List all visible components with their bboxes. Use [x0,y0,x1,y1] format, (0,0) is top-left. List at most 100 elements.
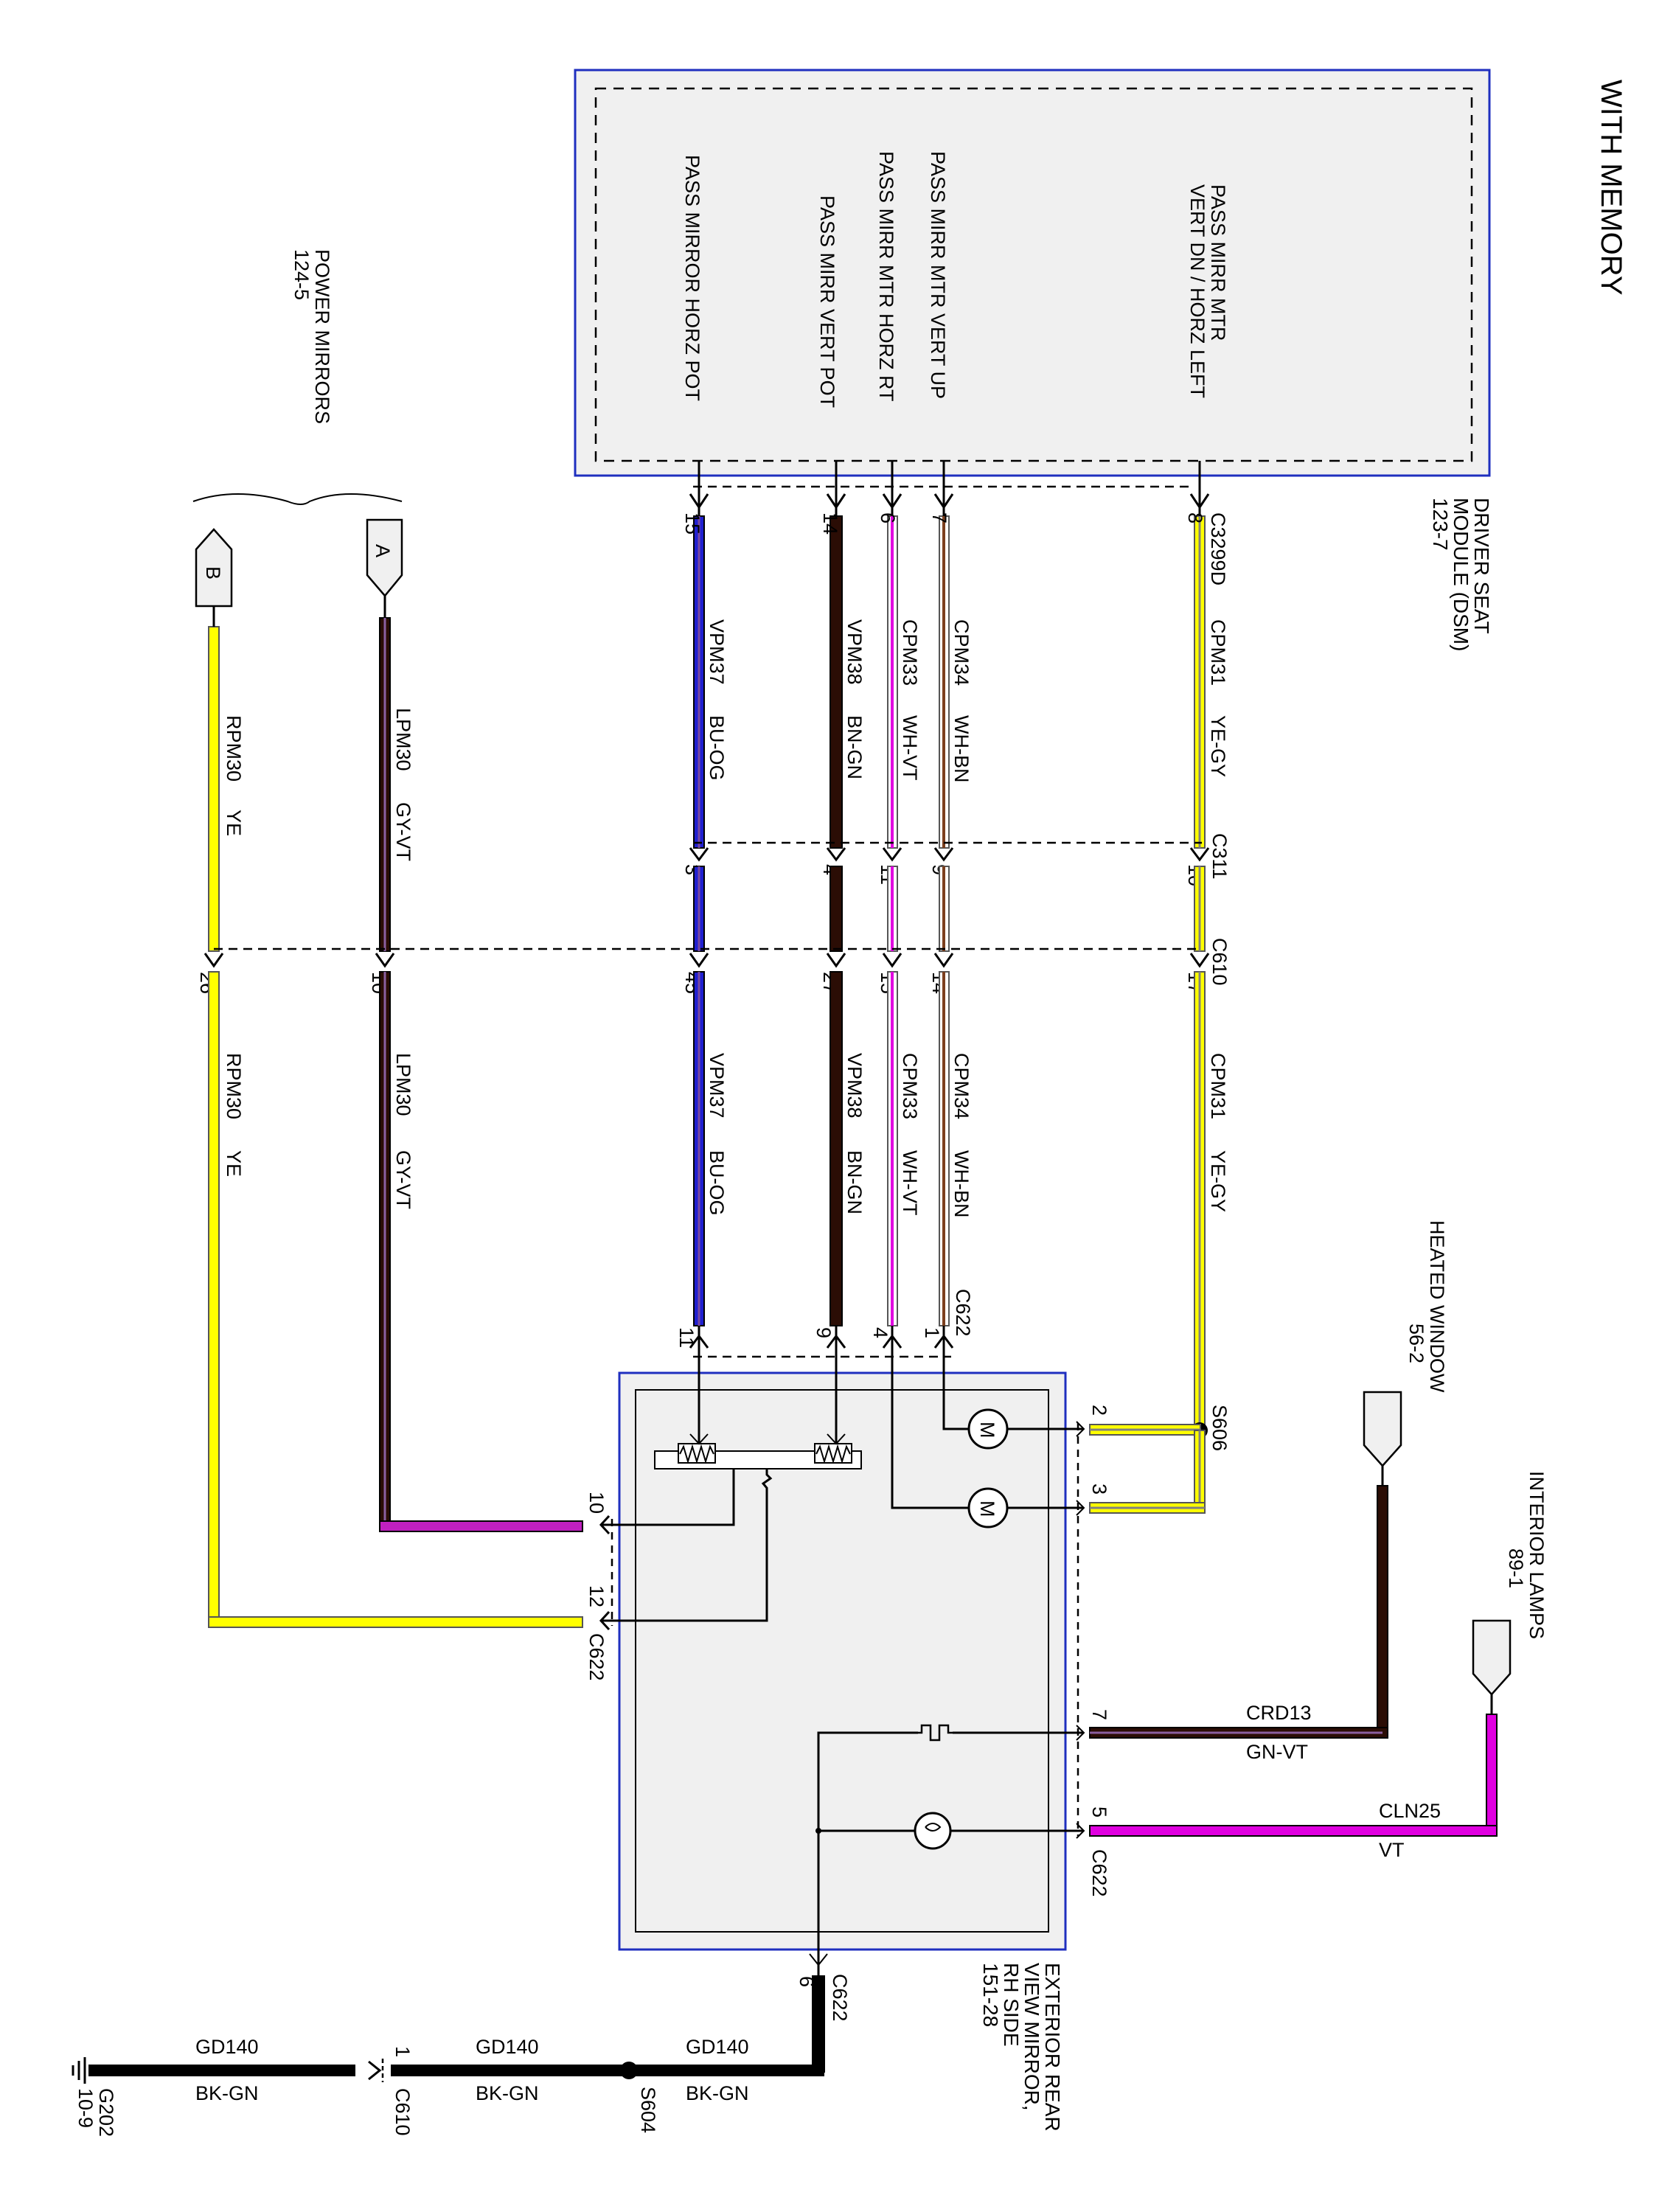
dsm-pin7-function: PASS MIRR MTR VERT UP [927,151,949,399]
rpm30-color-upper: YE [223,810,245,836]
lower-wire-labels: CPM31 YE-GY CPM34 WH-BN CPM33 WH-VT VPM3… [223,1053,1229,1217]
crd13-color: GN-VT [1246,1741,1308,1763]
pot-vert-icon [814,1443,852,1464]
cpm33-color-upper: WH-VT [899,715,921,780]
crd13-circuit: CRD13 [1246,1702,1312,1724]
c622-pin-5: 5 [1088,1806,1110,1818]
power-mirrors-reference: POWER MIRRORS 124-5 [192,249,403,505]
heated-window-ref: 56-2 [1405,1324,1427,1363]
lpm30-circuit-lower: LPM30 [392,1053,414,1116]
dsm-connector-arrows [689,493,1210,509]
vpm37-circuit-lower: VPM37 [706,1053,728,1119]
flag-b: B [195,528,233,608]
dsm-pin6-function: PASS MIRR MTR HORZ RT [875,151,897,402]
c622-label-top: C622 [952,1289,974,1337]
c622-pin-cpm33: 4 [869,1327,891,1338]
gd140-circuit-1: GD140 [686,2036,749,2058]
c610-connector: C610 17 14 15 27 45 10 26 [196,938,1231,994]
vpm38-color-upper: BN-GN [844,715,866,779]
interior-lamps-ref: 89-1 [1505,1548,1527,1588]
lower-wires [208,971,1206,1628]
c622-label-right: C622 [1088,1849,1110,1897]
dsm-connector-label: C3299D [1207,512,1229,585]
upper-wire-labels: CPM31 YE-GY CPM34 WH-BN CPM33 WH-VT VPM3… [706,619,1229,782]
motor-lower-label: M [976,1500,998,1517]
g202-ref: 10-9 [74,2088,97,2128]
dsm-pin8-function-line1: PASS MIRR MTR [1207,184,1229,341]
flag-a: A [366,518,403,597]
mirror-label-line4: 151-28 [979,1963,1002,2027]
dsm-pin8-function-line2: VERT DN / HORZ LEFT [1186,184,1208,398]
middle-wires [693,866,1206,952]
c622-pin-6: 6 [796,1976,818,1987]
driver-seat-module: DRIVER SEAT MODULE (DSM) 123-7 PASS MIRR… [574,69,1493,651]
flag-b-label: B [202,566,224,580]
dsm-pin-14: 14 [819,512,841,535]
c610-pin-1: 1 [392,2046,414,2057]
cpm31-color-upper: YE-GY [1207,715,1229,777]
upper-wires [693,461,1206,849]
c610-label: C610 [1208,938,1231,986]
heated-window-reference: HEATED WINDOW 56-2 7 CRD13 GN-VT [1088,1220,1448,1763]
gd140-color-2: BK-GN [476,2082,539,2104]
cln25-color: VT [1379,1839,1405,1861]
rpm30-circuit-upper: RPM30 [223,715,245,782]
c622-pin-vpm38: 9 [813,1327,835,1338]
dsm-pin14-function: PASS MIRR VERT POT [816,195,838,408]
vpm38-color-lower: BN-GN [844,1150,866,1214]
ground-circuit: C622 6 GD140 BK-GN S604 GD140 BK-GN 1 C6… [72,1974,851,2137]
power-mirrors-ref: 124-5 [291,249,313,300]
dsm-label-line2: MODULE (DSM) [1450,498,1472,651]
c610-label-bottom: C610 [392,2088,414,2136]
cpm31-color-lower: YE-GY [1207,1150,1229,1212]
dsm-pin15-function: PASS MIRROR HORZ POT [681,155,703,401]
exterior-mirror-module: M M [599,1357,1085,2132]
dsm-pin-7: 7 [928,512,950,524]
cpm34-circuit-upper: CPM34 [950,619,973,686]
flag-a-label: A [372,544,394,557]
s606-splice: S606 2 3 [1088,1405,1231,1514]
cpm33-color-lower: WH-VT [899,1150,921,1215]
cpm33-circuit-lower: CPM33 [899,1053,921,1119]
cpm31-circuit-upper: CPM31 [1207,619,1229,686]
dsm-pin-15: 15 [681,512,703,535]
motor-upper-label: M [976,1422,998,1439]
c622-top-connector: C622 1 4 9 11 [675,1289,974,1358]
gd140-color-3: BK-GN [195,2082,259,2104]
vpm38-circuit-lower: VPM38 [844,1053,866,1119]
power-mirrors-label: POWER MIRRORS [311,249,333,424]
c622-pin-cpm34: 1 [921,1327,943,1338]
lpm30-circuit-upper: LPM30 [392,708,414,771]
vpm37-color-lower: BU-OG [706,1150,728,1216]
c622-label-bottom: C622 [829,1974,851,2022]
c622-pin-7: 7 [1088,1709,1110,1720]
mirror-label-line1: EXTERIOR REAR [1041,1963,1064,2132]
mirror-label-line3: RH SIDE [1000,1963,1023,2047]
cpm33-circuit-upper: CPM33 [899,619,921,686]
cpm34-circuit-lower: CPM34 [950,1053,973,1119]
cpm31-circuit-lower: CPM31 [1207,1053,1229,1119]
c622-label-left: C622 [585,1633,608,1681]
pot-horz-icon [678,1443,716,1464]
rpm30-color-lower: YE [223,1150,245,1177]
dsm-pin-6: 6 [877,512,899,524]
lpm30-color-lower: GY-VT [392,1150,414,1209]
cln25-circuit: CLN25 [1379,1800,1441,1822]
mirror-label-line2: VIEW MIRROR, [1020,1963,1043,2111]
gd140-color-1: BK-GN [686,2082,749,2104]
c622-pin-rpm30: 12 [585,1585,608,1607]
motor-upper-icon: M [967,1408,1009,1450]
cpm34-color-upper: WH-BN [950,715,973,782]
interior-lamps-label: INTERIOR LAMPS [1526,1471,1548,1639]
cpm34-color-lower: WH-BN [950,1150,973,1217]
s604-label: S604 [637,2087,659,2133]
c622-pin-2: 2 [1088,1405,1110,1416]
lpm30-color-upper: GY-VT [392,802,414,861]
s606-label: S606 [1208,1405,1231,1451]
c311-connector: C311 10 9 11 4 3 [681,833,1231,886]
gd140-circuit-3: GD140 [195,2036,259,2058]
g202-label: G202 [95,2088,117,2137]
vpm37-circuit-upper: VPM37 [706,619,728,685]
dsm-label-line1: DRIVER SEAT [1470,498,1493,634]
